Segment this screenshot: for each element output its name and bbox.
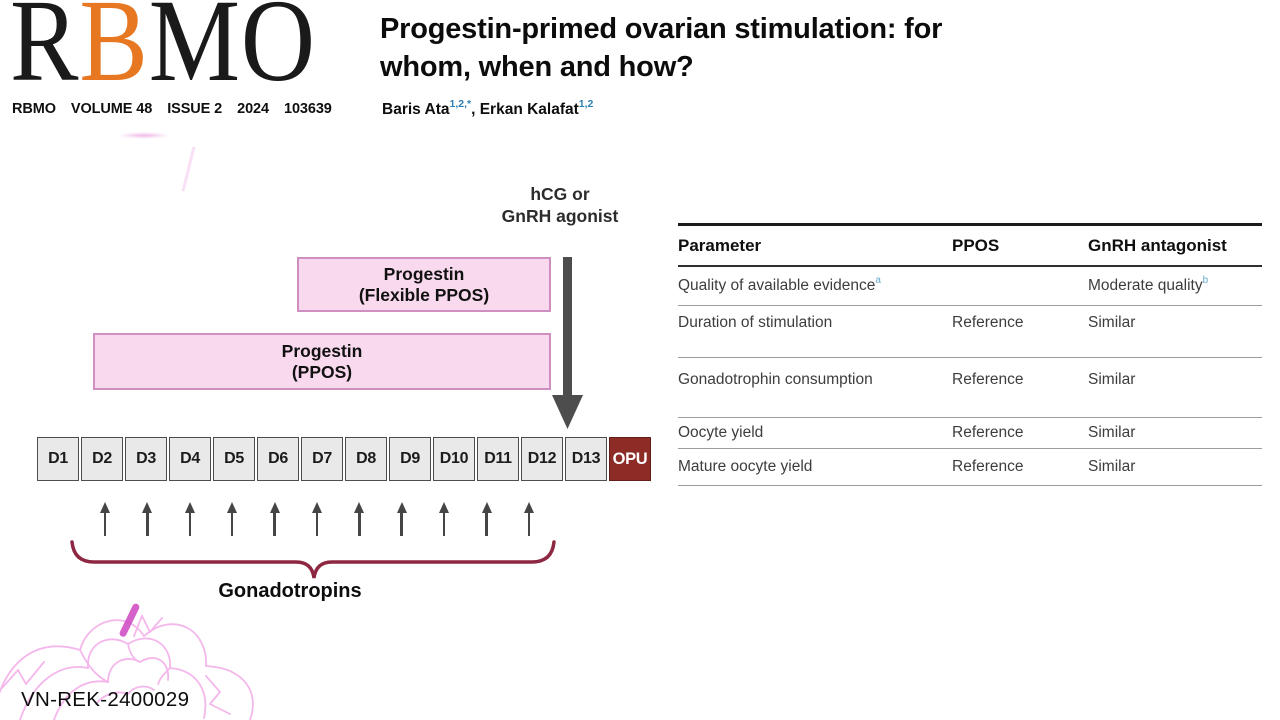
author-1: Baris Ata (382, 101, 450, 119)
up-arrow-icon (396, 502, 407, 538)
daily-injection-arrows (100, 502, 534, 538)
cell-gnrh: Similar (1088, 371, 1136, 388)
up-arrow-icon (100, 502, 110, 538)
author-1-affiliations: 1,2,* (449, 98, 472, 110)
up-arrow-icon (184, 502, 195, 538)
up-arrow-icon (311, 502, 322, 538)
timeline-day: D12 (521, 437, 563, 481)
page-title: Progestin-primed ovarian stimulation: fo… (380, 10, 1060, 86)
cell-ppos: Reference (952, 424, 1024, 441)
timeline-day: D2 (81, 437, 123, 481)
journal-meta-line: RBMO VOLUME 48 ISSUE 2 2024 103639 (12, 101, 347, 117)
logo-letter-b: B (79, 0, 149, 106)
timeline-day: D8 (345, 437, 387, 481)
journal-volume: VOLUME 48 (70, 101, 153, 117)
up-arrow-icon (142, 502, 153, 538)
up-arrow-icon (354, 502, 365, 538)
col-header-ppos: PPOS (952, 235, 1000, 255)
cell-text: Quality of available evidence (678, 277, 876, 295)
cell-gnrh: Similar (1088, 458, 1136, 475)
journal-name: RBMO (12, 101, 56, 117)
cell-gnrh: Moderate qualityb (1088, 275, 1262, 295)
trigger-label-line2: GnRH agonist (501, 205, 619, 226)
logo-letter-r: R (10, 0, 80, 106)
timeline-day: D10 (433, 437, 475, 481)
cell-parameter: Quality of available evidencea (678, 275, 952, 295)
comparison-table: Parameter PPOS GnRH antagonist Quality o… (678, 223, 1262, 486)
timeline-day: D5 (213, 437, 255, 481)
stimulation-timeline: D1 D2 D3 D4 D5 D6 D7 D8 D9 D10 D11 D12 D… (37, 437, 651, 481)
up-arrow-icon (269, 502, 280, 538)
table-row: Quality of available evidencea Moderate … (678, 267, 1262, 306)
footnote-marker: a (875, 275, 881, 287)
cell-ppos: Reference (952, 458, 1024, 475)
reference-code: VN-REK-2400029 (21, 688, 190, 711)
table-row: Duration of stimulation Reference Simila… (678, 306, 1262, 358)
up-arrow-icon (523, 502, 534, 538)
author-2-affiliations: 1,2 (578, 98, 594, 110)
up-arrow-icon (227, 502, 238, 538)
cell-gnrh: Similar (1088, 314, 1136, 331)
timeline-day: D13 (565, 437, 607, 481)
ppos-line1: Progestin (281, 340, 363, 361)
up-arrow-icon (439, 502, 450, 538)
cell-parameter: Oocyte yield (678, 424, 764, 441)
pink-smear-decoration (118, 133, 170, 138)
flexible-ppos-line1: Progestin (383, 263, 465, 284)
timeline-day: D4 (169, 437, 211, 481)
cell-parameter: Duration of stimulation (678, 314, 833, 331)
cell-parameter: Gonadotrophin consumption (678, 371, 873, 388)
flower-sketch-decoration (0, 603, 254, 720)
cell-ppos: Reference (952, 314, 1024, 331)
timeline-day: D9 (389, 437, 431, 481)
journal-issue: ISSUE 2 (167, 101, 223, 117)
cell-text: Moderate quality (1088, 277, 1203, 295)
pink-stroke-decoration (181, 146, 196, 192)
timeline-day: D1 (37, 437, 79, 481)
gonadotropins-brace (70, 540, 556, 579)
footnote-marker: b (1202, 275, 1209, 287)
ppos-bar: Progestin (PPOS) (93, 333, 551, 390)
logo-letters-mo: MO (148, 0, 316, 106)
article-number: 103639 (283, 101, 332, 117)
col-header-gnrh: GnRH antagonist (1088, 235, 1227, 255)
up-arrow-icon (481, 502, 492, 538)
table-row: Gonadotrophin consumption Reference Simi… (678, 358, 1262, 418)
gonadotropins-label: Gonadotropins (218, 580, 362, 602)
table-row: Mature oocyte yield Reference Similar (678, 449, 1262, 486)
title-line-2: whom, when and how? (380, 51, 694, 83)
col-header-parameter: Parameter (678, 235, 762, 255)
flexible-ppos-line2: (Flexible PPOS) (358, 284, 490, 305)
author-2: , Erkan Kalafat (471, 101, 579, 119)
cell-gnrh: Similar (1088, 424, 1136, 441)
timeline-day: D3 (125, 437, 167, 481)
author-list: Baris Ata1,2,*, Erkan Kalafat1,2 (382, 98, 594, 119)
journal-year: 2024 (237, 101, 269, 117)
timeline-day: D6 (257, 437, 299, 481)
trigger-label: hCG or GnRH agonist (462, 184, 658, 227)
flexible-ppos-bar: Progestin (Flexible PPOS) (297, 257, 551, 312)
timeline-day: D11 (477, 437, 519, 481)
cell-parameter: Mature oocyte yield (678, 458, 813, 475)
table-header-row: Parameter PPOS GnRH antagonist (678, 226, 1262, 267)
rbmo-logo: RBMO (10, 0, 316, 100)
cell-ppos: Reference (952, 371, 1024, 388)
title-line-1: Progestin-primed ovarian stimulation: fo… (380, 13, 943, 45)
timeline-opu-cell: OPU (609, 437, 651, 481)
trigger-down-arrow-icon (552, 257, 583, 429)
timeline-day: D7 (301, 437, 343, 481)
table-row: Oocyte yield Reference Similar (678, 418, 1262, 449)
ppos-line2: (PPOS) (291, 361, 353, 382)
trigger-label-line1: hCG or (530, 184, 590, 204)
